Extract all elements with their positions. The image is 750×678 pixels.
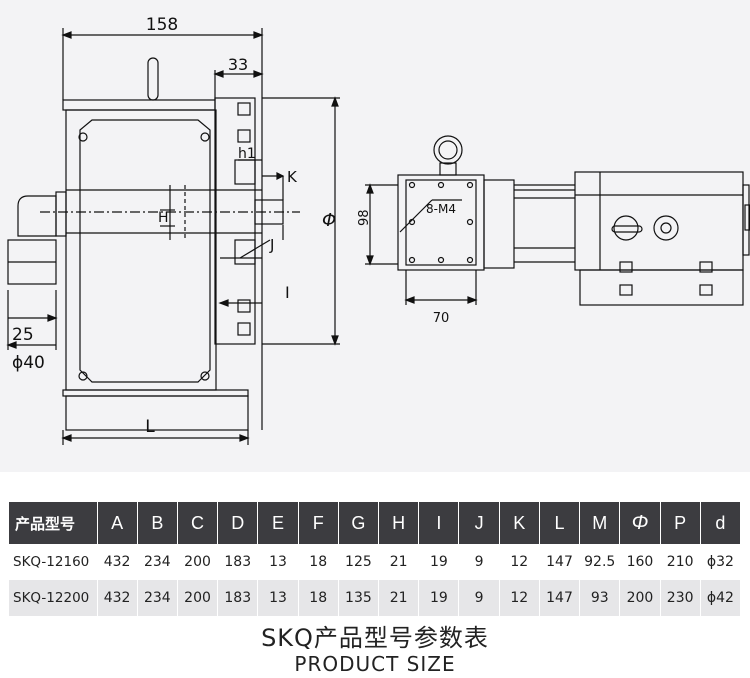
table-cell: 432 bbox=[97, 544, 138, 580]
table-cell: 210 bbox=[660, 544, 701, 580]
technical-drawing: 158 33 h1 K H Φ J I 25 ϕ40 L 98 8-M4 70 bbox=[0, 0, 750, 472]
dim-8m4: 8-M4 bbox=[426, 202, 456, 216]
header-c: C bbox=[177, 502, 219, 544]
header-a: A bbox=[97, 502, 138, 544]
table-cell: 147 bbox=[539, 580, 581, 616]
table-header-row: 产品型号 A B C D E F G H I J K L M Φ P d bbox=[9, 502, 742, 544]
table-cell: 234 bbox=[137, 544, 178, 580]
header-f: F bbox=[298, 502, 339, 544]
table-cell: 200 bbox=[177, 544, 219, 580]
header-d-small: d bbox=[700, 502, 742, 544]
header-l: L bbox=[539, 502, 581, 544]
table-cell: 13 bbox=[257, 580, 299, 616]
dim-25: 25 bbox=[12, 325, 34, 345]
table-cell: 183 bbox=[217, 580, 259, 616]
dim-i: I bbox=[285, 283, 290, 302]
table-title-chinese: SKQ产品型号参数表 bbox=[261, 624, 489, 652]
header-m: M bbox=[579, 502, 621, 544]
table-row: SKQ-12160 432 234 200 183 13 18 125 21 1… bbox=[9, 544, 742, 580]
header-g: G bbox=[338, 502, 380, 544]
table-row: SKQ-12200 432 234 200 183 13 18 135 21 1… bbox=[9, 580, 742, 616]
dim-l: L bbox=[145, 417, 155, 437]
table-cell: 21 bbox=[378, 544, 420, 580]
dim-phi40: ϕ40 bbox=[12, 353, 45, 373]
table-cell: 12 bbox=[499, 580, 540, 616]
dim-h: H bbox=[158, 210, 169, 226]
table-cell: 125 bbox=[338, 544, 380, 580]
dim-h1: h1 bbox=[238, 146, 256, 162]
table-title-english: PRODUCT SIZE bbox=[294, 652, 456, 676]
table-cell: 200 bbox=[177, 580, 219, 616]
table-cell: 234 bbox=[137, 580, 178, 616]
table-cell: 230 bbox=[660, 580, 701, 616]
header-phi: Φ bbox=[619, 502, 661, 544]
table-cell: 160 bbox=[619, 544, 661, 580]
drawing-svg: 158 33 h1 K H Φ J I 25 ϕ40 L 98 8-M4 70 bbox=[6, 15, 750, 445]
table-cell: 183 bbox=[217, 544, 259, 580]
header-b: B bbox=[137, 502, 178, 544]
dim-33: 33 bbox=[228, 55, 248, 74]
table-cell: SKQ-12160 bbox=[9, 544, 98, 580]
dim-70: 70 bbox=[433, 311, 450, 326]
table-cell: 147 bbox=[539, 544, 581, 580]
dim-j: J bbox=[269, 236, 274, 254]
table-cell: ϕ32 bbox=[700, 544, 742, 580]
header-i: I bbox=[418, 502, 460, 544]
header-model: 产品型号 bbox=[9, 502, 98, 544]
table-cell: 18 bbox=[298, 580, 339, 616]
table-cell: 13 bbox=[257, 544, 299, 580]
header-e: E bbox=[257, 502, 299, 544]
table-cell: 9 bbox=[458, 580, 500, 616]
header-j: J bbox=[458, 502, 500, 544]
table-cell: 200 bbox=[619, 580, 661, 616]
table-cell: 19 bbox=[418, 580, 460, 616]
header-h: H bbox=[378, 502, 420, 544]
table-cell: 19 bbox=[418, 544, 460, 580]
dim-98: 98 bbox=[357, 209, 372, 226]
table-cell: 12 bbox=[499, 544, 540, 580]
table-cell: 18 bbox=[298, 544, 339, 580]
header-p: P bbox=[660, 502, 701, 544]
table-cell: 21 bbox=[378, 580, 420, 616]
dim-k: K bbox=[287, 168, 298, 186]
spec-table: 产品型号 A B C D E F G H I J K L M Φ P d SKQ… bbox=[9, 502, 742, 616]
table-cell: SKQ-12200 bbox=[9, 580, 98, 616]
header-d: D bbox=[217, 502, 259, 544]
table-cell: 135 bbox=[338, 580, 380, 616]
table-cell: 93 bbox=[579, 580, 621, 616]
table-cell: 92.5 bbox=[579, 544, 621, 580]
dim-158: 158 bbox=[146, 15, 178, 35]
table-cell: 9 bbox=[458, 544, 500, 580]
header-k: K bbox=[499, 502, 540, 544]
dim-phi: Φ bbox=[322, 210, 336, 231]
table-cell: 432 bbox=[97, 580, 138, 616]
table-cell: ϕ42 bbox=[700, 580, 742, 616]
